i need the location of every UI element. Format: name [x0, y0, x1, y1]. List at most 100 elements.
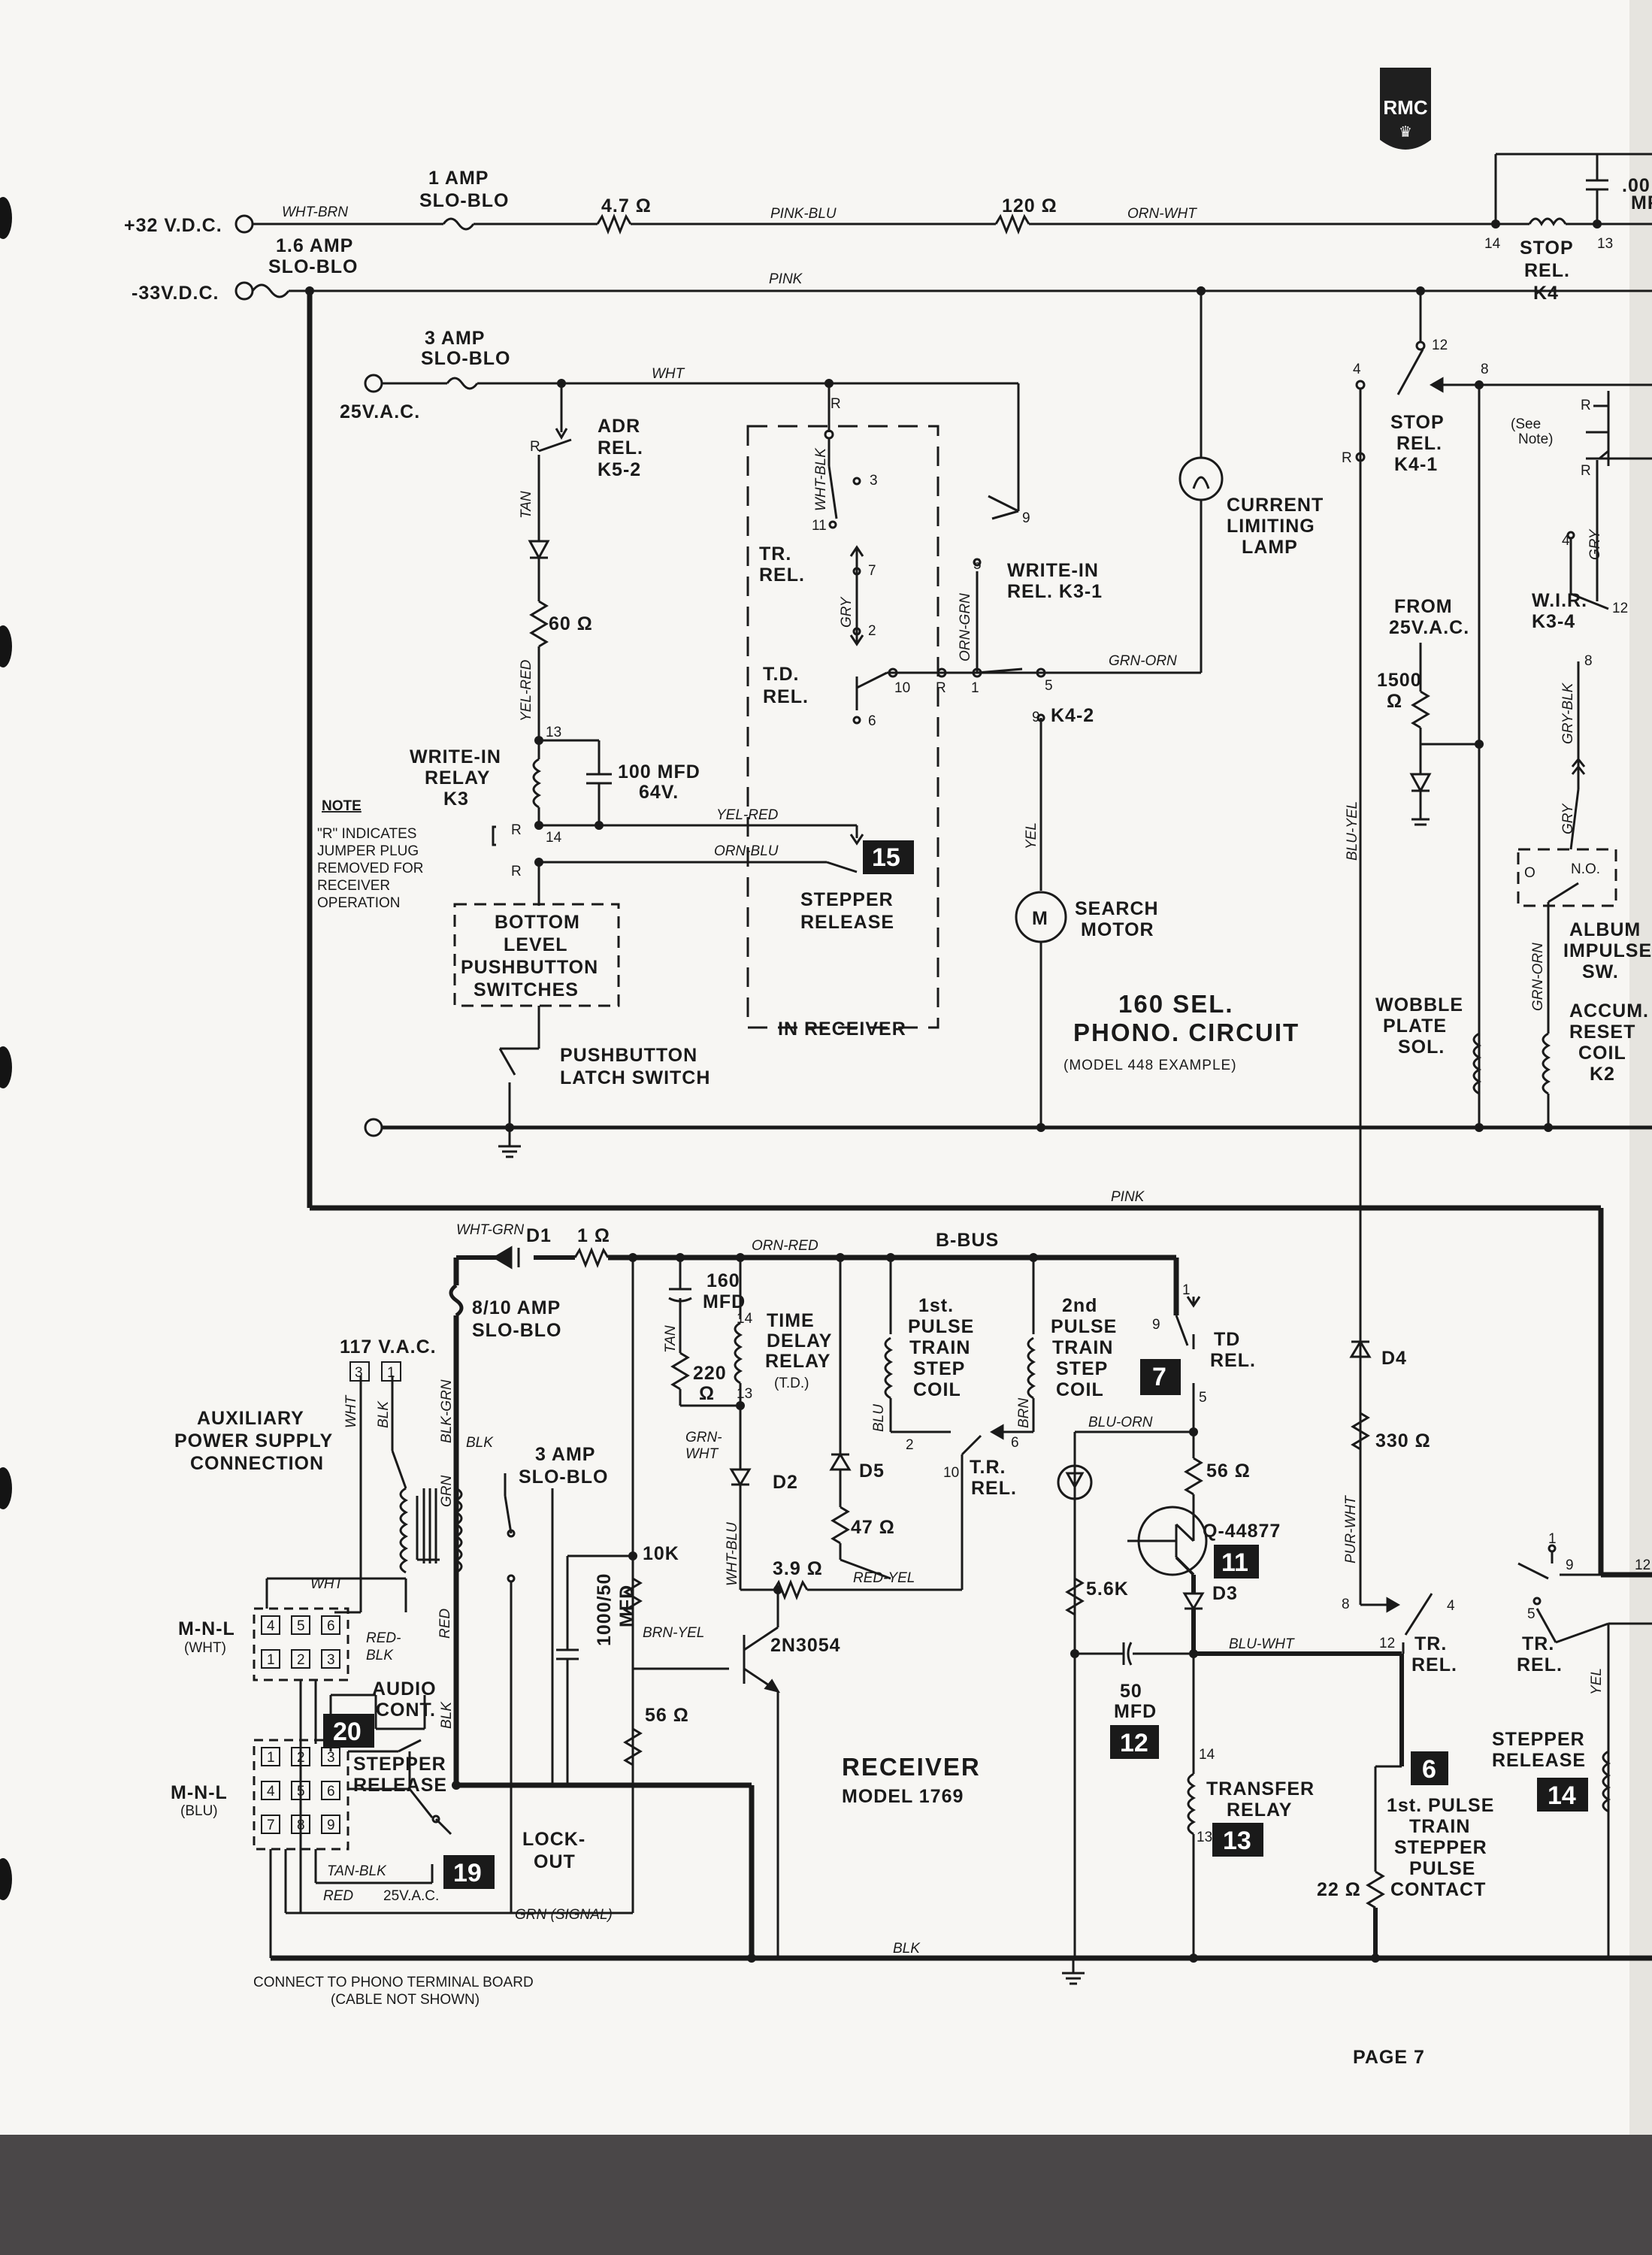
- res-60: 60 Ω: [549, 613, 593, 634]
- aux-power-2: POWER SUPPLY: [174, 1430, 333, 1451]
- cap-partial-2: MF: [1631, 192, 1652, 213]
- wobble-plate-3: SOL.: [1398, 1037, 1445, 1058]
- mnl-top-pin: 6: [327, 1618, 335, 1634]
- phono-title-1: 160 SEL.: [1118, 990, 1234, 1018]
- pin-4b: 4: [1562, 533, 1570, 549]
- pin-12b: 12: [1612, 601, 1628, 616]
- wire-brn: BRN: [1016, 1398, 1032, 1428]
- stepper-release-rx-1: STEPPER: [1492, 1729, 1585, 1750]
- wire-blu-orn: BLU-ORN: [1088, 1415, 1153, 1430]
- res47-label: 47 Ω: [851, 1517, 895, 1538]
- res56a-label: 56 Ω: [1206, 1460, 1251, 1482]
- adr-rel-2: REL.: [598, 437, 643, 459]
- svg-text:6: 6: [1422, 1755, 1436, 1784]
- bottom-level-2: LEVEL: [504, 934, 568, 955]
- tr-rel2-1: TR.: [1414, 1633, 1447, 1654]
- wir-k34-2: K3-4: [1532, 611, 1575, 632]
- note-title: NOTE: [322, 798, 362, 814]
- tr-rel3-2: REL.: [1517, 1654, 1563, 1675]
- tr-rel3-1: TR.: [1522, 1633, 1554, 1654]
- pin-9b: 9: [1032, 710, 1040, 725]
- search-motor-2: MOTOR: [1081, 919, 1154, 940]
- tag-15: 15: [863, 840, 914, 874]
- pos-supply-label: +32 V.D.C.: [124, 215, 222, 236]
- rx-pin-5b: 5: [1527, 1606, 1536, 1622]
- connect-note-2: (CABLE NOT SHOWN): [331, 1992, 480, 2008]
- rx-pin-13b: 13: [1197, 1830, 1212, 1845]
- tr-rel-2: REL.: [759, 565, 805, 586]
- res39-label: 3.9 Ω: [773, 1558, 823, 1579]
- bottom-level-4: SWITCHES: [474, 979, 579, 1000]
- binding-hole: [0, 1467, 12, 1509]
- aux-power-1: AUXILIARY: [197, 1408, 304, 1429]
- wire-tan-blk: TAN-BLK: [327, 1863, 387, 1879]
- wire-blk-grn: BLK-GRN: [439, 1379, 455, 1443]
- res-1-label: 1 Ω: [577, 1225, 610, 1246]
- mnl-bottom-pin-box: [261, 1815, 280, 1834]
- pin-9: 9: [1022, 510, 1030, 526]
- mnl-top-pin-box: [321, 1615, 340, 1635]
- pin-6: 6: [868, 713, 876, 729]
- mnl-top-pin-box: [291, 1649, 310, 1669]
- wire-blk-ac: BLK: [376, 1400, 392, 1428]
- receiver-model: MODEL 1769: [842, 1786, 964, 1807]
- tr-rel-rx-1: T.R.: [970, 1457, 1006, 1478]
- mnl-top-pin: 3: [327, 1652, 335, 1668]
- top-rail-dots: [305, 219, 1602, 295]
- pin-3: 3: [870, 473, 878, 489]
- tag-11: 11: [1214, 1545, 1259, 1578]
- transistor-2n3054: 2N3054: [770, 1635, 841, 1656]
- receiver-dots: [452, 1253, 1380, 1963]
- schematic-sheet: [0, 0, 1652, 2135]
- wire-red-blk-1: RED-: [366, 1630, 401, 1646]
- pin-10: 10: [894, 680, 910, 696]
- pin-r2: R: [936, 680, 946, 696]
- mnl-top-pin-box: [261, 1615, 280, 1635]
- accum-reset-3: COIL: [1578, 1043, 1626, 1064]
- pulse1-2: PULSE: [908, 1316, 974, 1337]
- pulse-contact-2: TRAIN: [1409, 1816, 1470, 1837]
- note-line-4: RECEIVER: [317, 878, 390, 894]
- pin-r7: R: [1581, 398, 1591, 413]
- v25-label: 25V.A.C.: [383, 1888, 439, 1904]
- album-impulse-1: ALBUM: [1569, 919, 1641, 940]
- wire-orn-grn: ORN-GRN: [958, 593, 973, 661]
- bottom-level-3: PUSHBUTTON: [461, 957, 598, 978]
- svg-text:19: 19: [453, 1859, 482, 1887]
- d1-label: D1: [526, 1225, 552, 1246]
- pin-14: 14: [1484, 236, 1501, 252]
- pin-8: 8: [1481, 362, 1489, 377]
- mnl-wht-1: M-N-L: [178, 1618, 235, 1639]
- lockout-2: OUT: [534, 1851, 576, 1872]
- ac117-pin-box: [381, 1361, 401, 1382]
- mnl-bottom-pin: 6: [327, 1784, 335, 1799]
- cap-100-2: 64V.: [639, 782, 679, 803]
- wire-gry-2: GRY: [1560, 803, 1576, 834]
- current-lamp-3: LAMP: [1242, 537, 1298, 558]
- tr-rel-rx-2: REL.: [971, 1478, 1017, 1499]
- pulse2-2: PULSE: [1051, 1316, 1117, 1337]
- tr-rel2-2: REL.: [1411, 1654, 1457, 1675]
- ac25-label: 25V.A.C.: [340, 401, 420, 422]
- stepper-release-2: RELEASE: [800, 912, 894, 933]
- d4-label: D4: [1381, 1348, 1407, 1369]
- pin-r: R: [831, 396, 841, 412]
- wire-brn-yel: BRN-YEL: [643, 1625, 704, 1641]
- note-line-2: JUMPER PLUG: [317, 843, 419, 859]
- accum-reset-1: ACCUM.: [1569, 1000, 1649, 1022]
- transfer-relay-2: RELAY: [1227, 1799, 1292, 1821]
- write-in-relay-2: RELAY: [425, 767, 490, 788]
- receiver-title: RECEIVER: [842, 1753, 981, 1781]
- rx-pin-2: 2: [906, 1437, 914, 1453]
- stop-rel-line3: K4: [1533, 283, 1559, 304]
- fuse3-type: SLO-BLO: [421, 348, 511, 369]
- svg-text:7: 7: [1152, 1363, 1166, 1391]
- aux-power-3: CONNECTION: [190, 1453, 324, 1474]
- rx-pin-5: 5: [1199, 1390, 1207, 1406]
- accum-reset-4: K2: [1590, 1064, 1615, 1085]
- pulse-contact-1: 1st. PULSE: [1387, 1795, 1494, 1816]
- b-bus-label: B-BUS: [936, 1230, 999, 1251]
- fuse810-2: SLO-BLO: [472, 1320, 562, 1341]
- wire-tan: TAN: [519, 491, 534, 519]
